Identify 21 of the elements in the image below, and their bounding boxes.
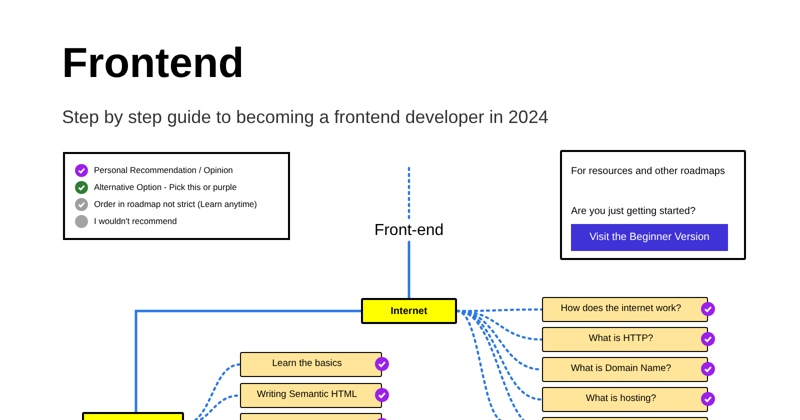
subtopic-box: What is Domain Name? [542, 357, 708, 382]
legend-text: Personal Recommendation / Opinion [94, 164, 233, 177]
subtitle: Step by step guide to becoming a frontend developer in 2024 [62, 106, 548, 129]
info-card [560, 150, 746, 260]
subtopic-box: How does the internet work? [542, 297, 708, 322]
subtopic-box: What is hosting? [542, 387, 708, 412]
title: Frontend [62, 42, 244, 84]
legend-text: I wouldn't recommend [94, 215, 177, 228]
connector-line [134, 310, 362, 414]
card-text: Are you just getting started? [571, 205, 696, 219]
card-text: For resources and other roadmaps [571, 165, 725, 179]
subtopic-box: What is HTTP? [542, 327, 708, 352]
legend-text: Order in roadmap not strict (Learn anytime) [94, 198, 257, 211]
legend-text: Alternative Option - Pick this or purple [94, 181, 237, 194]
subtopic-box: Writing Semantic HTML [240, 383, 382, 408]
topic-box: Internet [361, 298, 457, 324]
dotted-connector [408, 166, 410, 222]
topic-label: Front-end [362, 220, 456, 242]
subtopic-box: Learn the basics [240, 352, 382, 377]
connector-line [408, 240, 410, 300]
beginner-version-button: Visit the Beginner Version [571, 224, 728, 251]
